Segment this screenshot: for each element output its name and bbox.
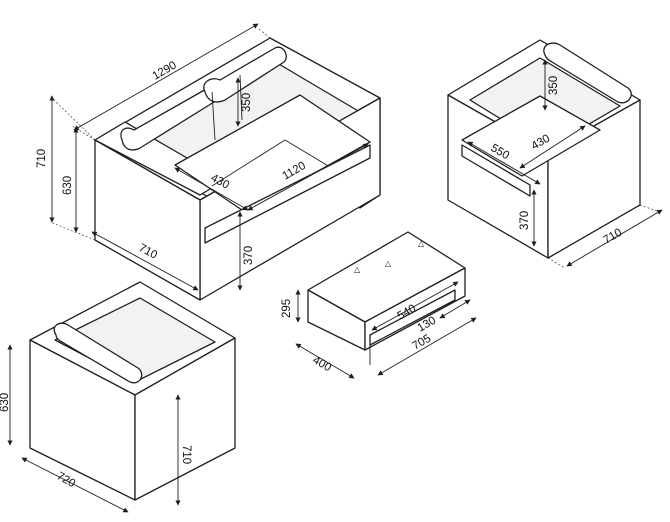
sofa-seat-width-dim: [247, 143, 369, 211]
coffee-table: △ △ △ 295 400 540 130 705: [281, 231, 477, 379]
armchair-right: 350 430 550 370 710: [447, 39, 663, 269]
coffee-table-shelf-height-dim: [439, 299, 471, 319]
sofa-width-dim: [73, 23, 259, 131]
armchair-left-depth-label: 710: [180, 445, 192, 464]
armchair-right-back-cushion: [543, 42, 632, 104]
armchair-right-backrest-label: 350: [548, 76, 560, 95]
coffee-table-glass-mark-1: △: [354, 265, 361, 274]
coffee-table-depth-dim: [295, 343, 355, 379]
sofa-arm-height-label: 630: [62, 176, 74, 195]
armchair-left-width-dim: [21, 457, 129, 513]
armchair-left-width-label: 720: [55, 470, 78, 490]
armchair-left-side-face: [134, 337, 236, 501]
sofa-seat-height-label: 370: [243, 246, 255, 265]
sofa-depth-dim: [91, 231, 199, 291]
sofa-width-label: 1290: [151, 59, 179, 82]
armchair-left-back-cushion: [53, 322, 143, 384]
coffee-table-depth-label: 400: [311, 354, 334, 374]
armchair-right-depth-label: 710: [602, 227, 625, 247]
coffee-table-glass-mark-3: △: [418, 239, 425, 248]
sofa: 1290 350 710 630 430 1120 710 370: [36, 23, 381, 301]
sofa-backrest-label: 350: [241, 93, 253, 112]
coffee-table-glass-mark-2: △: [385, 259, 392, 268]
coffee-table-width-dim: [377, 317, 477, 376]
armchair-left-arm-height-label: 630: [0, 393, 11, 412]
armchair-right-depth-dim: [566, 209, 663, 267]
armchair-right-seat-width-dim: [467, 141, 541, 185]
armchair-right-seat-height-label: 370: [519, 211, 531, 230]
armchair-left: 630 720 710: [0, 281, 236, 513]
sofa-height-label: 710: [36, 149, 48, 168]
sofa-seat-depth-dim: [174, 167, 249, 211]
coffee-table-height-label: 295: [281, 299, 293, 318]
